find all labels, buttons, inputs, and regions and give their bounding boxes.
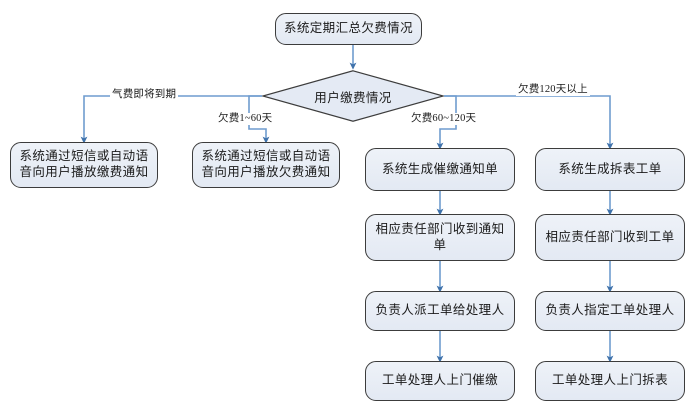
node-b3-n1-label: 系统生成催缴通知单 xyxy=(381,161,499,176)
node-b4-n1[interactable]: 系统生成拆表工单 xyxy=(535,148,685,191)
node-b4-n4-label: 工单处理人上门拆表 xyxy=(551,373,669,388)
node-b3-n4[interactable]: 工单处理人上门催缴 xyxy=(365,361,515,401)
node-b4-n4[interactable]: 工单处理人上门拆表 xyxy=(535,361,685,401)
edge-label-branch-2-text: 欠费1~60天 xyxy=(218,113,273,124)
node-b2-n1-label: 系统通过短信或自动语音向用户播放欠费通知 xyxy=(201,149,331,179)
edge-label-branch-3-text: 欠费60~120天 xyxy=(411,113,477,124)
node-decision-label: 用户缴费情况 xyxy=(314,90,392,105)
diamond-shape xyxy=(262,70,444,122)
node-b4-n3-label: 负责人指定工单处理人 xyxy=(545,303,675,318)
node-b1-n1[interactable]: 系统通过短信或自动语音向用户播放缴费通知 xyxy=(10,142,158,188)
node-start-label: 系统定期汇总欠费情况 xyxy=(283,21,413,36)
node-b3-n1[interactable]: 系统生成催缴通知单 xyxy=(365,148,515,191)
node-b4-n2-label: 相应责任部门收到工单 xyxy=(545,229,675,244)
node-start[interactable]: 系统定期汇总欠费情况 xyxy=(275,13,422,45)
edge-label-branch-4-text: 欠费120天以上 xyxy=(518,84,588,95)
node-b4-n3[interactable]: 负责人指定工单处理人 xyxy=(535,291,685,331)
node-b4-n1-label: 系统生成拆表工单 xyxy=(558,161,662,176)
node-b3-n3-label: 负责人派工单给处理人 xyxy=(375,303,505,318)
edge-label-branch-4: 欠费120天以上 xyxy=(516,84,590,96)
node-b3-n3[interactable]: 负责人派工单给处理人 xyxy=(365,291,515,331)
node-b3-n2-label: 相应责任部门收到通知单 xyxy=(375,221,505,252)
node-b3-n2[interactable]: 相应责任部门收到通知单 xyxy=(365,214,515,261)
node-b1-n1-label: 系统通过短信或自动语音向用户播放缴费通知 xyxy=(19,149,149,179)
node-b4-n2[interactable]: 相应责任部门收到工单 xyxy=(535,214,685,261)
node-b3-n4-label: 工单处理人上门催缴 xyxy=(381,373,499,388)
node-decision[interactable]: 用户缴费情况 xyxy=(262,70,444,122)
edge-label-branch-3: 欠费60~120天 xyxy=(409,113,479,125)
edge-label-branch-2: 欠费1~60天 xyxy=(216,113,275,125)
node-b2-n1[interactable]: 系统通过短信或自动语音向用户播放欠费通知 xyxy=(192,142,340,188)
edge-label-branch-1: 气费即将到期 xyxy=(110,89,179,101)
edge-label-branch-1-text: 气费即将到期 xyxy=(112,89,177,100)
